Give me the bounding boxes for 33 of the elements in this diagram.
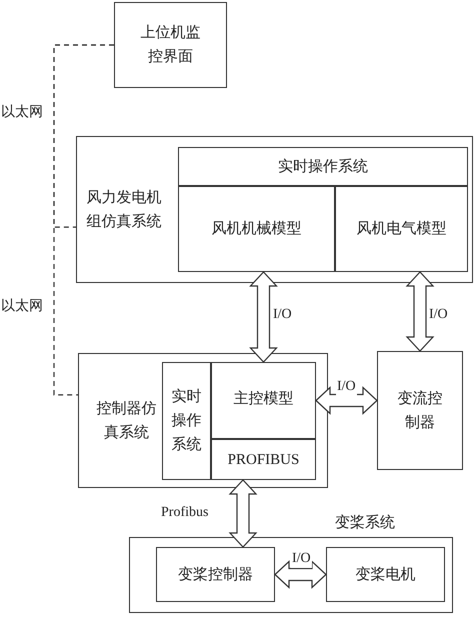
- box-label: 实时操作系统: [278, 158, 368, 176]
- double-block-arrow: [249, 271, 278, 363]
- double-block-arrow: [274, 560, 327, 589]
- box-label: 风机机械模型: [212, 220, 302, 239]
- system-box: [162, 362, 211, 480]
- edge-label: I/O: [336, 378, 357, 396]
- box-label: 风机电气模型: [356, 220, 446, 239]
- box-label: 实时操作系统: [170, 388, 202, 455]
- system-box: [178, 147, 468, 186]
- system-box: [326, 547, 445, 602]
- double-block-arrow: [406, 271, 434, 352]
- dashed-connector: [53, 44, 114, 396]
- box-label: 变桨控制器: [178, 566, 253, 584]
- edge-label: I/O: [291, 550, 312, 568]
- box-label: 控制器仿真系统: [96, 400, 158, 442]
- system-box: [335, 186, 468, 272]
- system-box: [178, 186, 335, 272]
- box-label: 主控模型: [234, 389, 294, 409]
- double-block-arrow: [228, 479, 258, 548]
- box-label: 变桨电机: [356, 566, 416, 584]
- system-box: [76, 136, 473, 283]
- box-label: 上位机监控界面: [140, 24, 202, 67]
- system-box: [211, 439, 316, 480]
- box-label: PROFIBUS: [228, 450, 300, 470]
- system-box: [377, 351, 463, 470]
- system-box: [78, 353, 328, 488]
- box-label: 变桨系统: [335, 514, 395, 533]
- system-box: [156, 547, 275, 602]
- double-block-arrow: [315, 386, 378, 415]
- system-box: [211, 362, 316, 439]
- box-label: 变流控制器: [396, 389, 444, 432]
- system-box: [114, 2, 227, 88]
- box-label: 风力发电机组仿真系统: [86, 188, 162, 232]
